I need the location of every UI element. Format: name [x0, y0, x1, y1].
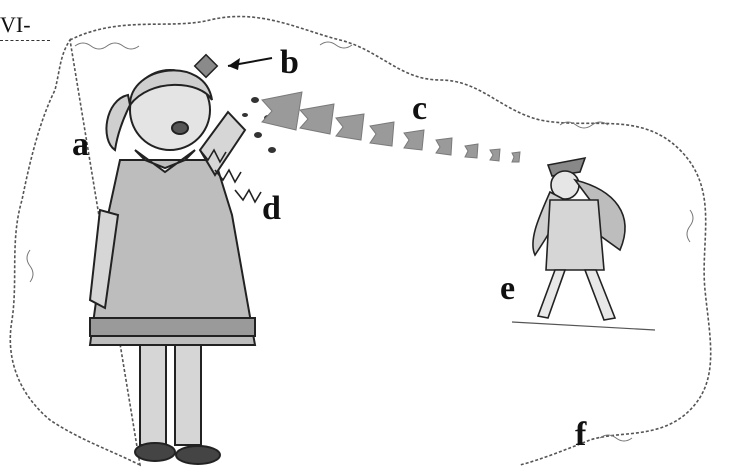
man-leg-left: [538, 270, 565, 318]
girl-figure: [90, 70, 255, 464]
c-arrow-chevrons: [262, 92, 520, 162]
label-b: b: [280, 46, 299, 80]
girl-leg-left: [140, 345, 166, 445]
man-figure: [512, 158, 655, 330]
girl-ponytail: [106, 95, 130, 150]
b-marker-diamond: [195, 55, 218, 78]
girl-dress-hem: [90, 318, 255, 336]
label-e: e: [500, 272, 515, 306]
label-c: c: [412, 92, 427, 126]
girl-mouth-crying: [172, 122, 188, 134]
label-d: d: [262, 192, 281, 226]
girl-shoe-right: [176, 446, 220, 464]
man-body: [546, 200, 604, 270]
page-section-underline: [0, 40, 50, 41]
girl-leg-right: [175, 345, 201, 445]
girl-shoe-left: [135, 443, 175, 461]
b-pointer-arrowhead: [228, 58, 240, 70]
man-ground: [512, 322, 655, 330]
page-section-mark: VI-: [0, 14, 31, 36]
label-a: a: [72, 128, 89, 162]
label-f: f: [575, 418, 586, 452]
man-leg-right: [585, 270, 615, 320]
